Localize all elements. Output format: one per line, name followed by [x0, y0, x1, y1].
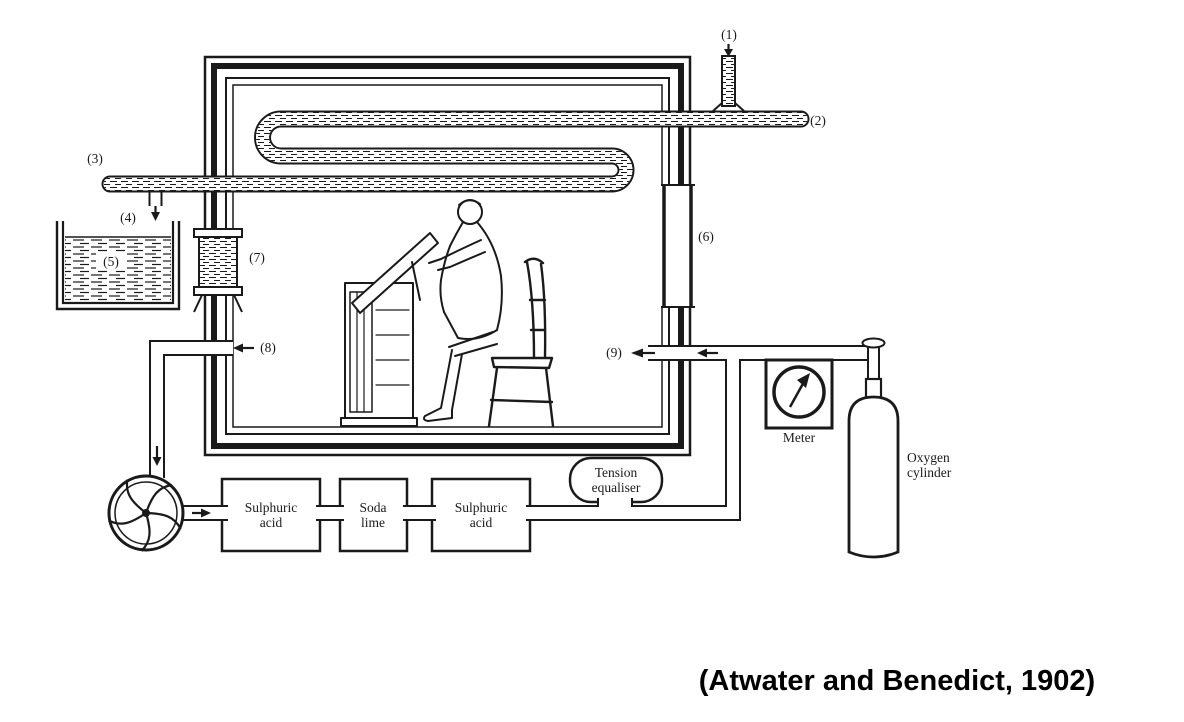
chair	[487, 257, 555, 428]
sulphuric-acid-2-label-line1: Sulphuric	[455, 500, 508, 515]
label-8: (8)	[260, 340, 276, 355]
wall-port-device	[193, 228, 243, 313]
arrow-left-outlet-8	[233, 343, 254, 353]
sulphuric-acid-2-label-line2: acid	[470, 515, 493, 530]
arrow-right-fan-outlet	[192, 508, 211, 518]
tension-equaliser-label-line2: equaliser	[592, 480, 641, 495]
arrow-down-into-fan	[152, 446, 162, 466]
arrow-left-inlet-9-outer	[697, 348, 718, 358]
soda-lime-label-line2: lime	[361, 515, 385, 530]
label-2: (2)	[810, 113, 826, 128]
soda-lime-label-line1: Soda	[360, 500, 387, 515]
chamber-interior-scene	[340, 199, 555, 428]
condensate-drip-tube	[148, 192, 163, 206]
circuit-pipes	[149, 340, 872, 521]
label-1: (1)	[721, 27, 737, 42]
numbered-labels: (1) (2) (3) (4) (5) (6) (7) (8) (9)	[87, 27, 826, 360]
arrow-left-inlet-9-inner	[631, 348, 655, 358]
arrow-down-into-tank	[151, 206, 160, 221]
tension-equaliser	[568, 456, 664, 507]
oxygen-cylinder	[847, 337, 900, 559]
flow-arrows	[151, 44, 733, 518]
label-7: (7)	[249, 250, 265, 265]
water-tank	[55, 221, 181, 311]
label-5-group: (5)	[96, 253, 126, 269]
label-6: (6)	[698, 229, 714, 244]
oxygen-cylinder-label-line2: cylinder	[907, 465, 952, 480]
drawing-board	[351, 232, 439, 314]
wall-window-section-6	[661, 184, 695, 308]
label-5: (5)	[103, 254, 119, 269]
label-4: (4)	[120, 210, 136, 225]
circulation-fan	[107, 474, 185, 552]
gas-meter	[764, 358, 834, 430]
component-labels: Sulphuric acid Soda lime Sulphuric acid …	[245, 430, 952, 530]
tension-equaliser-label-line1: Tension	[595, 465, 638, 480]
sulphuric-acid-1-label-line2: acid	[260, 515, 283, 530]
absorber-train	[220, 477, 532, 553]
label-9: (9)	[606, 345, 622, 360]
label-3: (3)	[87, 151, 103, 166]
meter-label: Meter	[783, 430, 816, 445]
source-caption: (Atwater and Benedict, 1902)	[699, 665, 1095, 697]
arrow-down-into-inlet	[724, 44, 733, 57]
sulphuric-acid-1-label-line1: Sulphuric	[245, 500, 298, 515]
serpentine-heat-exchanger-pipe	[101, 110, 810, 193]
oxygen-cylinder-label-line1: Oxygen	[907, 450, 950, 465]
seated-subject	[423, 199, 503, 422]
air-inlet-tube	[712, 55, 745, 112]
soda-lime-box	[338, 477, 409, 553]
